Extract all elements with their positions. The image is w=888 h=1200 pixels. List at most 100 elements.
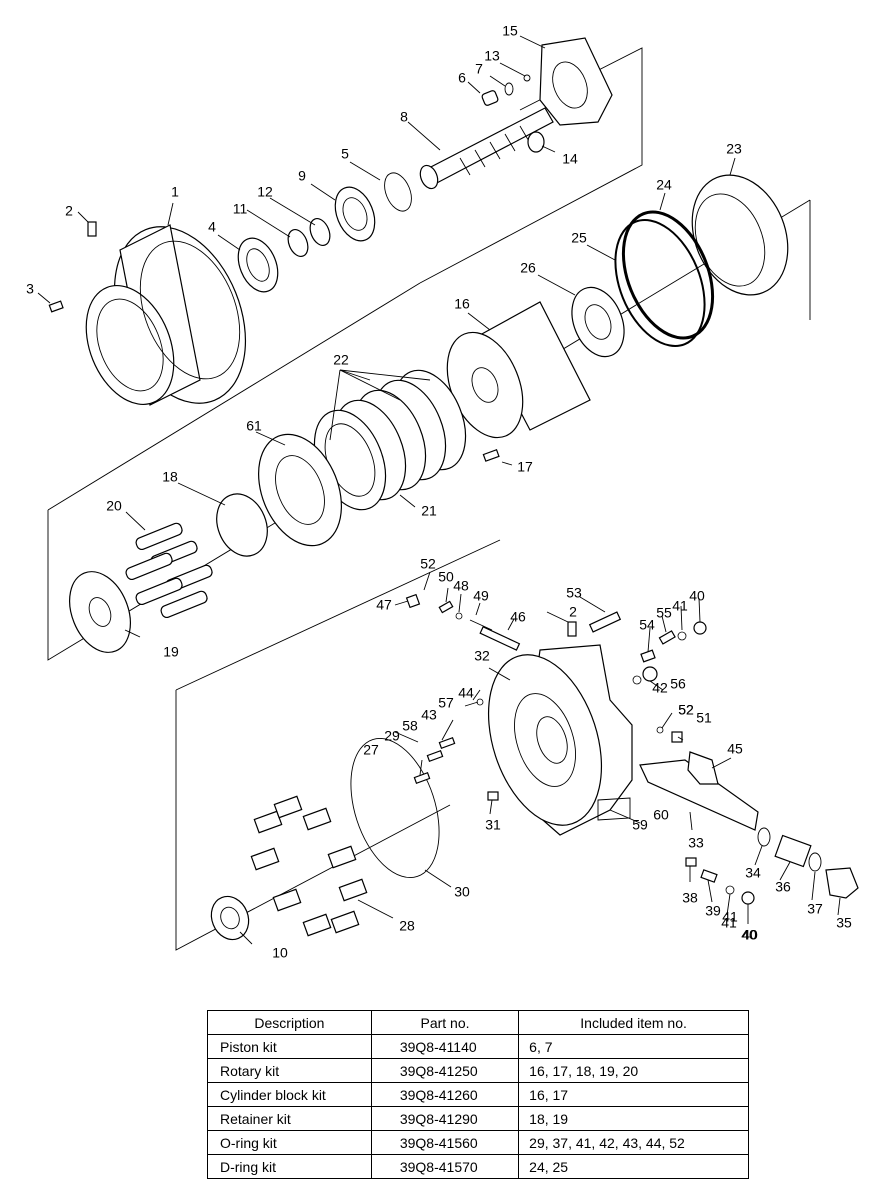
callout-38: 38 bbox=[682, 890, 698, 906]
callout-35: 35 bbox=[836, 915, 852, 931]
callout-3: 3 bbox=[26, 281, 34, 297]
cell-description: Rotary kit bbox=[207, 1058, 372, 1083]
table-row: Retainer kit 39Q8-41290 18, 19 bbox=[207, 1106, 749, 1131]
callout-40: 40 bbox=[689, 588, 705, 604]
ring-12 bbox=[309, 217, 331, 247]
callout-20: 20 bbox=[106, 498, 122, 514]
table-row: Piston kit 39Q8-41140 6, 7 bbox=[207, 1034, 749, 1059]
callout-52: 52 bbox=[420, 556, 436, 572]
callout-50: 50 bbox=[438, 569, 454, 585]
callout-16: 16 bbox=[454, 296, 470, 312]
cell-part-no: 39Q8-41250 bbox=[370, 1058, 520, 1083]
callout-32: 32 bbox=[474, 648, 490, 664]
disk-stack-22 bbox=[313, 369, 467, 511]
col-description: Description bbox=[207, 1010, 372, 1035]
spool-33 bbox=[639, 759, 759, 831]
exploded-view-diagram: 1234567891011121314151617181920212223242… bbox=[26, 23, 859, 961]
callout-51: 51 bbox=[696, 710, 712, 726]
plug-35 bbox=[825, 867, 859, 899]
piston-6 bbox=[481, 90, 499, 106]
callout-42: 42 bbox=[652, 680, 668, 696]
springs-28 bbox=[250, 795, 368, 937]
table-row: Cylinder block kit 39Q8-41260 16, 17 bbox=[207, 1082, 749, 1107]
callout-31: 31 bbox=[485, 817, 501, 833]
cell-included: 29, 37, 41, 42, 43, 44, 52 bbox=[518, 1130, 749, 1155]
callout-6: 6 bbox=[458, 70, 466, 86]
cell-description: Piston kit bbox=[207, 1034, 372, 1059]
callout-13: 13 bbox=[484, 48, 500, 64]
cell-included: 18, 19 bbox=[518, 1106, 749, 1131]
callout-33: 33 bbox=[688, 835, 704, 851]
cell-part-no: 39Q8-41140 bbox=[370, 1034, 520, 1059]
callout-25: 25 bbox=[571, 230, 587, 246]
ring-11 bbox=[287, 228, 309, 258]
callout-7: 7 bbox=[475, 61, 483, 77]
callout-55: 55 bbox=[656, 605, 672, 621]
callout-17: 17 bbox=[517, 459, 533, 475]
callout-21: 21 bbox=[421, 503, 437, 519]
ring-34 bbox=[757, 827, 771, 847]
cell-description: Retainer kit bbox=[207, 1106, 372, 1131]
cell-part-no: 39Q8-41290 bbox=[370, 1106, 520, 1131]
valve-housing-32 bbox=[487, 644, 633, 836]
callout-58: 58 bbox=[402, 718, 418, 734]
nut-14 bbox=[527, 131, 545, 153]
pistons-20 bbox=[125, 522, 213, 619]
seal-4 bbox=[237, 237, 279, 293]
callout-5: 5 bbox=[341, 146, 349, 162]
col-part-no: Part no. bbox=[370, 1010, 520, 1035]
oring-37 bbox=[808, 852, 822, 872]
callout-23: 23 bbox=[726, 141, 742, 157]
callout-52: 52 bbox=[678, 702, 694, 718]
callout-41: 41 bbox=[672, 598, 688, 614]
bearing-10 bbox=[210, 895, 250, 941]
callout-45: 45 bbox=[727, 741, 743, 757]
callout-28: 28 bbox=[399, 918, 415, 934]
ring-24 bbox=[621, 210, 715, 340]
bearing-9 bbox=[334, 186, 376, 242]
callout-57: 57 bbox=[438, 695, 454, 711]
cell-part-no: 39Q8-41570 bbox=[370, 1154, 520, 1179]
callout-14: 14 bbox=[562, 151, 578, 167]
part-23 bbox=[691, 174, 789, 296]
callout-60: 60 bbox=[653, 807, 669, 823]
callout-54: 54 bbox=[639, 617, 655, 633]
housing bbox=[85, 224, 247, 406]
callout-48: 48 bbox=[453, 578, 469, 594]
callout-53: 53 bbox=[566, 585, 582, 601]
cell-description: Cylinder block kit bbox=[207, 1082, 372, 1107]
callout-15: 15 bbox=[502, 23, 518, 39]
oring-7 bbox=[504, 82, 514, 96]
callout-30: 30 bbox=[454, 884, 470, 900]
callout-56: 56 bbox=[670, 676, 686, 692]
callout-12: 12 bbox=[257, 184, 273, 200]
callout-29: 29 bbox=[384, 728, 400, 744]
spring-17 bbox=[482, 449, 500, 462]
ring-25 bbox=[614, 218, 706, 348]
callout-37: 37 bbox=[807, 901, 823, 917]
callout-11: 11 bbox=[233, 201, 248, 217]
callout-40: 40 bbox=[741, 927, 757, 943]
cell-description: O-ring kit bbox=[207, 1130, 372, 1155]
cover-15 bbox=[539, 37, 613, 126]
table-row: O-ring kit 39Q8-41560 29, 37, 41, 42, 43… bbox=[207, 1130, 749, 1155]
gasket-29 bbox=[350, 737, 440, 879]
kit-table: Description Part no. Included item no. P… bbox=[207, 1010, 749, 1179]
plug-2 bbox=[87, 221, 97, 237]
callout-4: 4 bbox=[208, 219, 216, 235]
callout-44: 44 bbox=[458, 685, 474, 701]
callout-8: 8 bbox=[400, 109, 408, 125]
callout-19: 19 bbox=[163, 644, 179, 660]
callout-2: 2 bbox=[65, 203, 73, 219]
cell-included: 24, 25 bbox=[518, 1154, 749, 1179]
callout-18: 18 bbox=[162, 469, 178, 485]
cell-description: D-ring kit bbox=[207, 1154, 372, 1179]
callout-1: 1 bbox=[171, 184, 179, 200]
cell-included: 6, 7 bbox=[518, 1034, 749, 1059]
retainer-plate-19 bbox=[69, 571, 131, 653]
callout-27: 27 bbox=[363, 742, 379, 758]
ball-13 bbox=[523, 74, 531, 82]
cylinder-block-16 bbox=[446, 301, 591, 439]
